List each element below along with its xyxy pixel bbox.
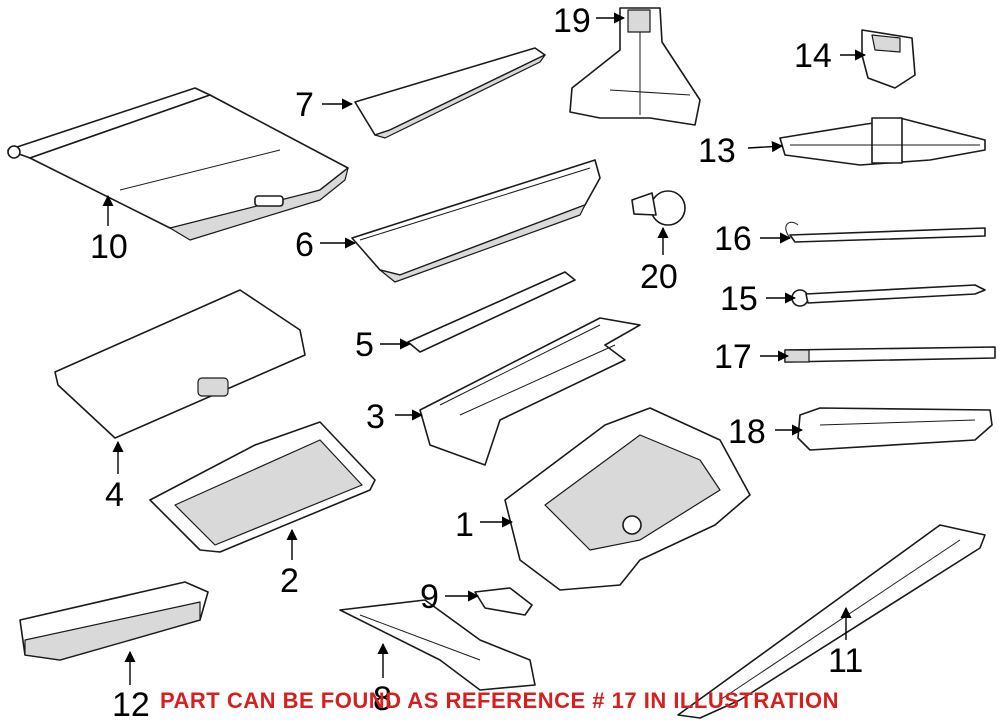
callout-2: 2: [280, 562, 299, 600]
callout-14: 14: [794, 37, 832, 75]
part-1-storage-bin: [504, 407, 751, 591]
part-5-rail: [407, 271, 576, 353]
callout-7: 7: [295, 86, 314, 124]
callout-19: 19: [553, 2, 591, 40]
callout-16: 16: [714, 220, 752, 258]
leader-13: [747, 141, 784, 153]
callout-1: 1: [455, 506, 474, 544]
part-18-tool-holder: [797, 407, 993, 451]
callout-3: 3: [366, 398, 385, 436]
callout-15: 15: [720, 280, 758, 318]
reference-note: PART CAN BE FOUND AS REFERENCE # 17 IN I…: [159, 688, 840, 713]
part-14-jack-block: [861, 29, 916, 89]
callout-11: 11: [828, 642, 863, 680]
part-6-load-floor-tray: [351, 159, 601, 283]
part-20-plug: [631, 190, 686, 226]
part-9-bracket: [474, 587, 533, 616]
part-15-lug-wrench: [791, 284, 986, 307]
part-10-cargo-cover: [7, 87, 349, 241]
part-3-storage-divider: [419, 317, 641, 466]
part-19-jack-bracket: [569, 7, 701, 126]
callout-9: 9: [420, 578, 439, 616]
callout-10: 10: [90, 228, 128, 266]
callout-8: 8: [373, 680, 392, 718]
part-12-storage-box: [19, 581, 209, 661]
part-17-extension-bar: [784, 346, 996, 363]
callout-12: 12: [112, 686, 150, 722]
part-8-floor-trim: [339, 599, 536, 691]
callout-13: 13: [698, 132, 736, 170]
part-13-scissor-jack: [779, 117, 986, 166]
part-7-trim-panel: [354, 47, 546, 139]
callout-5: 5: [355, 326, 374, 364]
callout-18: 18: [728, 413, 766, 451]
callout-17: 17: [714, 338, 752, 376]
part-2-storage-tray: [149, 421, 376, 553]
callout-20: 20: [640, 258, 678, 296]
callout-6: 6: [295, 226, 314, 264]
part-11-scuff-plate: [677, 524, 986, 719]
part-16-hook-tool: [785, 221, 986, 243]
callout-4: 4: [105, 476, 124, 514]
part-4-load-floor: [54, 289, 306, 439]
